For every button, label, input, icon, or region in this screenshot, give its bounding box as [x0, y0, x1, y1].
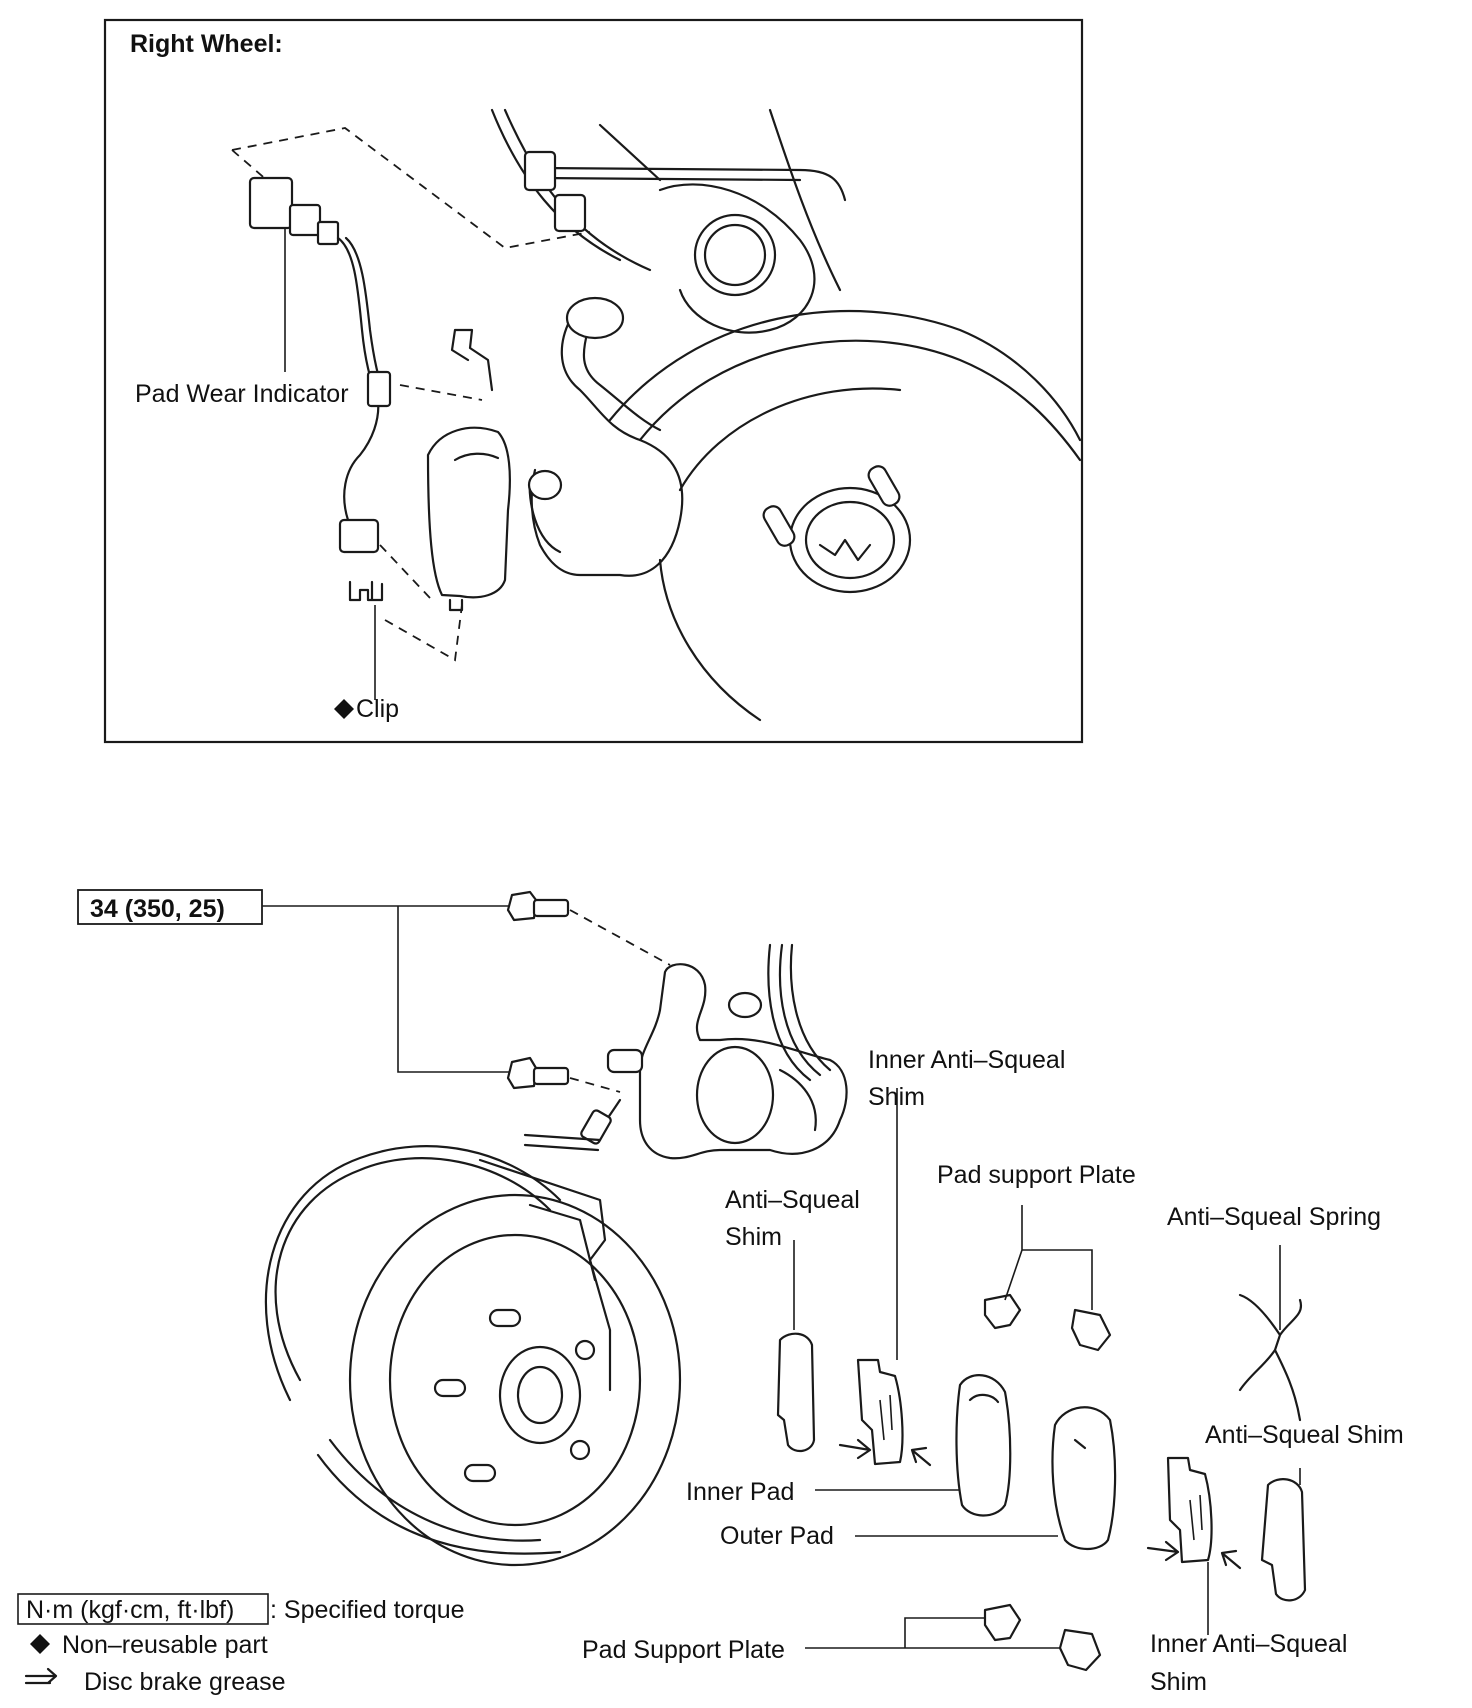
legend: N·m (kgf·cm, ft·lbf) : Specified torque … — [17, 1593, 465, 1696]
caliper-bracket — [527, 296, 684, 577]
anti-squeal-shim-left-label-line2: Shim — [725, 1223, 782, 1251]
torque-box — [77, 889, 263, 925]
steering-knuckle — [490, 108, 847, 334]
rear-disc-rotor — [264, 1145, 682, 1567]
pad-support-plate-top-label: Pad support Plate — [937, 1161, 1136, 1189]
inner-anti-squeal-shim-top-label-line2: Shim — [868, 1083, 925, 1111]
brake-caliper — [523, 943, 848, 1160]
pad-wear-indicator-label: Pad Wear Indicator — [135, 380, 349, 408]
torque-unit-box — [17, 1593, 269, 1625]
outer-pad-label: Outer Pad — [720, 1522, 834, 1550]
disc-rotor — [608, 310, 1082, 722]
grease-arrow-icon — [1146, 1540, 1180, 1562]
routing-dashed-lines — [231, 127, 591, 662]
outer-pad-part — [1051, 1406, 1117, 1551]
inner-pad-label: Inner Pad — [686, 1478, 794, 1506]
panel-title: Right Wheel: — [130, 30, 283, 58]
torque-description: : Specified torque — [270, 1596, 465, 1624]
retaining-hook — [450, 328, 494, 392]
non-reusable-diamond-icon — [334, 699, 354, 719]
rear-brake-exploded-view: 34 (350, 25) — [77, 889, 1404, 1696]
inner-anti-squeal-shim-part — [856, 1358, 904, 1466]
grease-arrow-icon — [838, 1438, 872, 1460]
anti-squeal-shim-right-label: Anti–Squeal Shim — [1205, 1421, 1404, 1449]
clip-label: Clip — [356, 695, 399, 723]
torque-value: 34 (350, 25) — [90, 895, 225, 923]
anti-squeal-spring-part — [1238, 1293, 1303, 1422]
pad-support-plate-bottom-label: Pad Support Plate — [582, 1636, 785, 1664]
anti-squeal-shim-left-label-line1: Anti–Squeal — [725, 1186, 860, 1214]
non-reusable-diamond-icon — [30, 1634, 50, 1654]
clip-label-group: Clip — [334, 695, 399, 723]
inner-anti-squeal-shim-bottom-label-line1: Inner Anti–Squeal — [1150, 1630, 1347, 1658]
inner-anti-squeal-shim-top-label-line1: Inner Anti–Squeal — [868, 1046, 1065, 1074]
brake-pad — [426, 426, 511, 612]
anti-squeal-spring-label: Anti–Squeal Spring — [1167, 1203, 1381, 1231]
inner-pad-part — [955, 1374, 1012, 1517]
pad-support-plate-top-parts — [983, 1293, 1112, 1352]
right-wheel-panel: Right Wheel: — [103, 18, 1084, 744]
pad-support-plate-bottom-parts — [983, 1603, 1102, 1672]
torque-unit: N·m (kgf·cm, ft·lbf) — [26, 1596, 234, 1624]
non-reusable-label: Non–reusable part — [62, 1631, 268, 1659]
grease-arrow-icon — [1220, 1549, 1242, 1570]
caliper-bolt-upper — [506, 890, 671, 966]
caliper-bolt-lower — [506, 1056, 621, 1093]
anti-squeal-shim-right-part — [1260, 1478, 1307, 1602]
inner-anti-squeal-shim-bottom-part — [1166, 1456, 1213, 1564]
pad-wear-indicator-sensor — [248, 176, 392, 554]
grease-label: Disc brake grease — [84, 1668, 285, 1696]
grease-arrow-icon — [910, 1446, 932, 1467]
clip-part — [348, 580, 384, 602]
grease-arrow-icon — [24, 1667, 58, 1685]
inner-anti-squeal-shim-bottom-label-line2: Shim — [1150, 1668, 1207, 1696]
anti-squeal-shim-left-part — [776, 1332, 816, 1453]
